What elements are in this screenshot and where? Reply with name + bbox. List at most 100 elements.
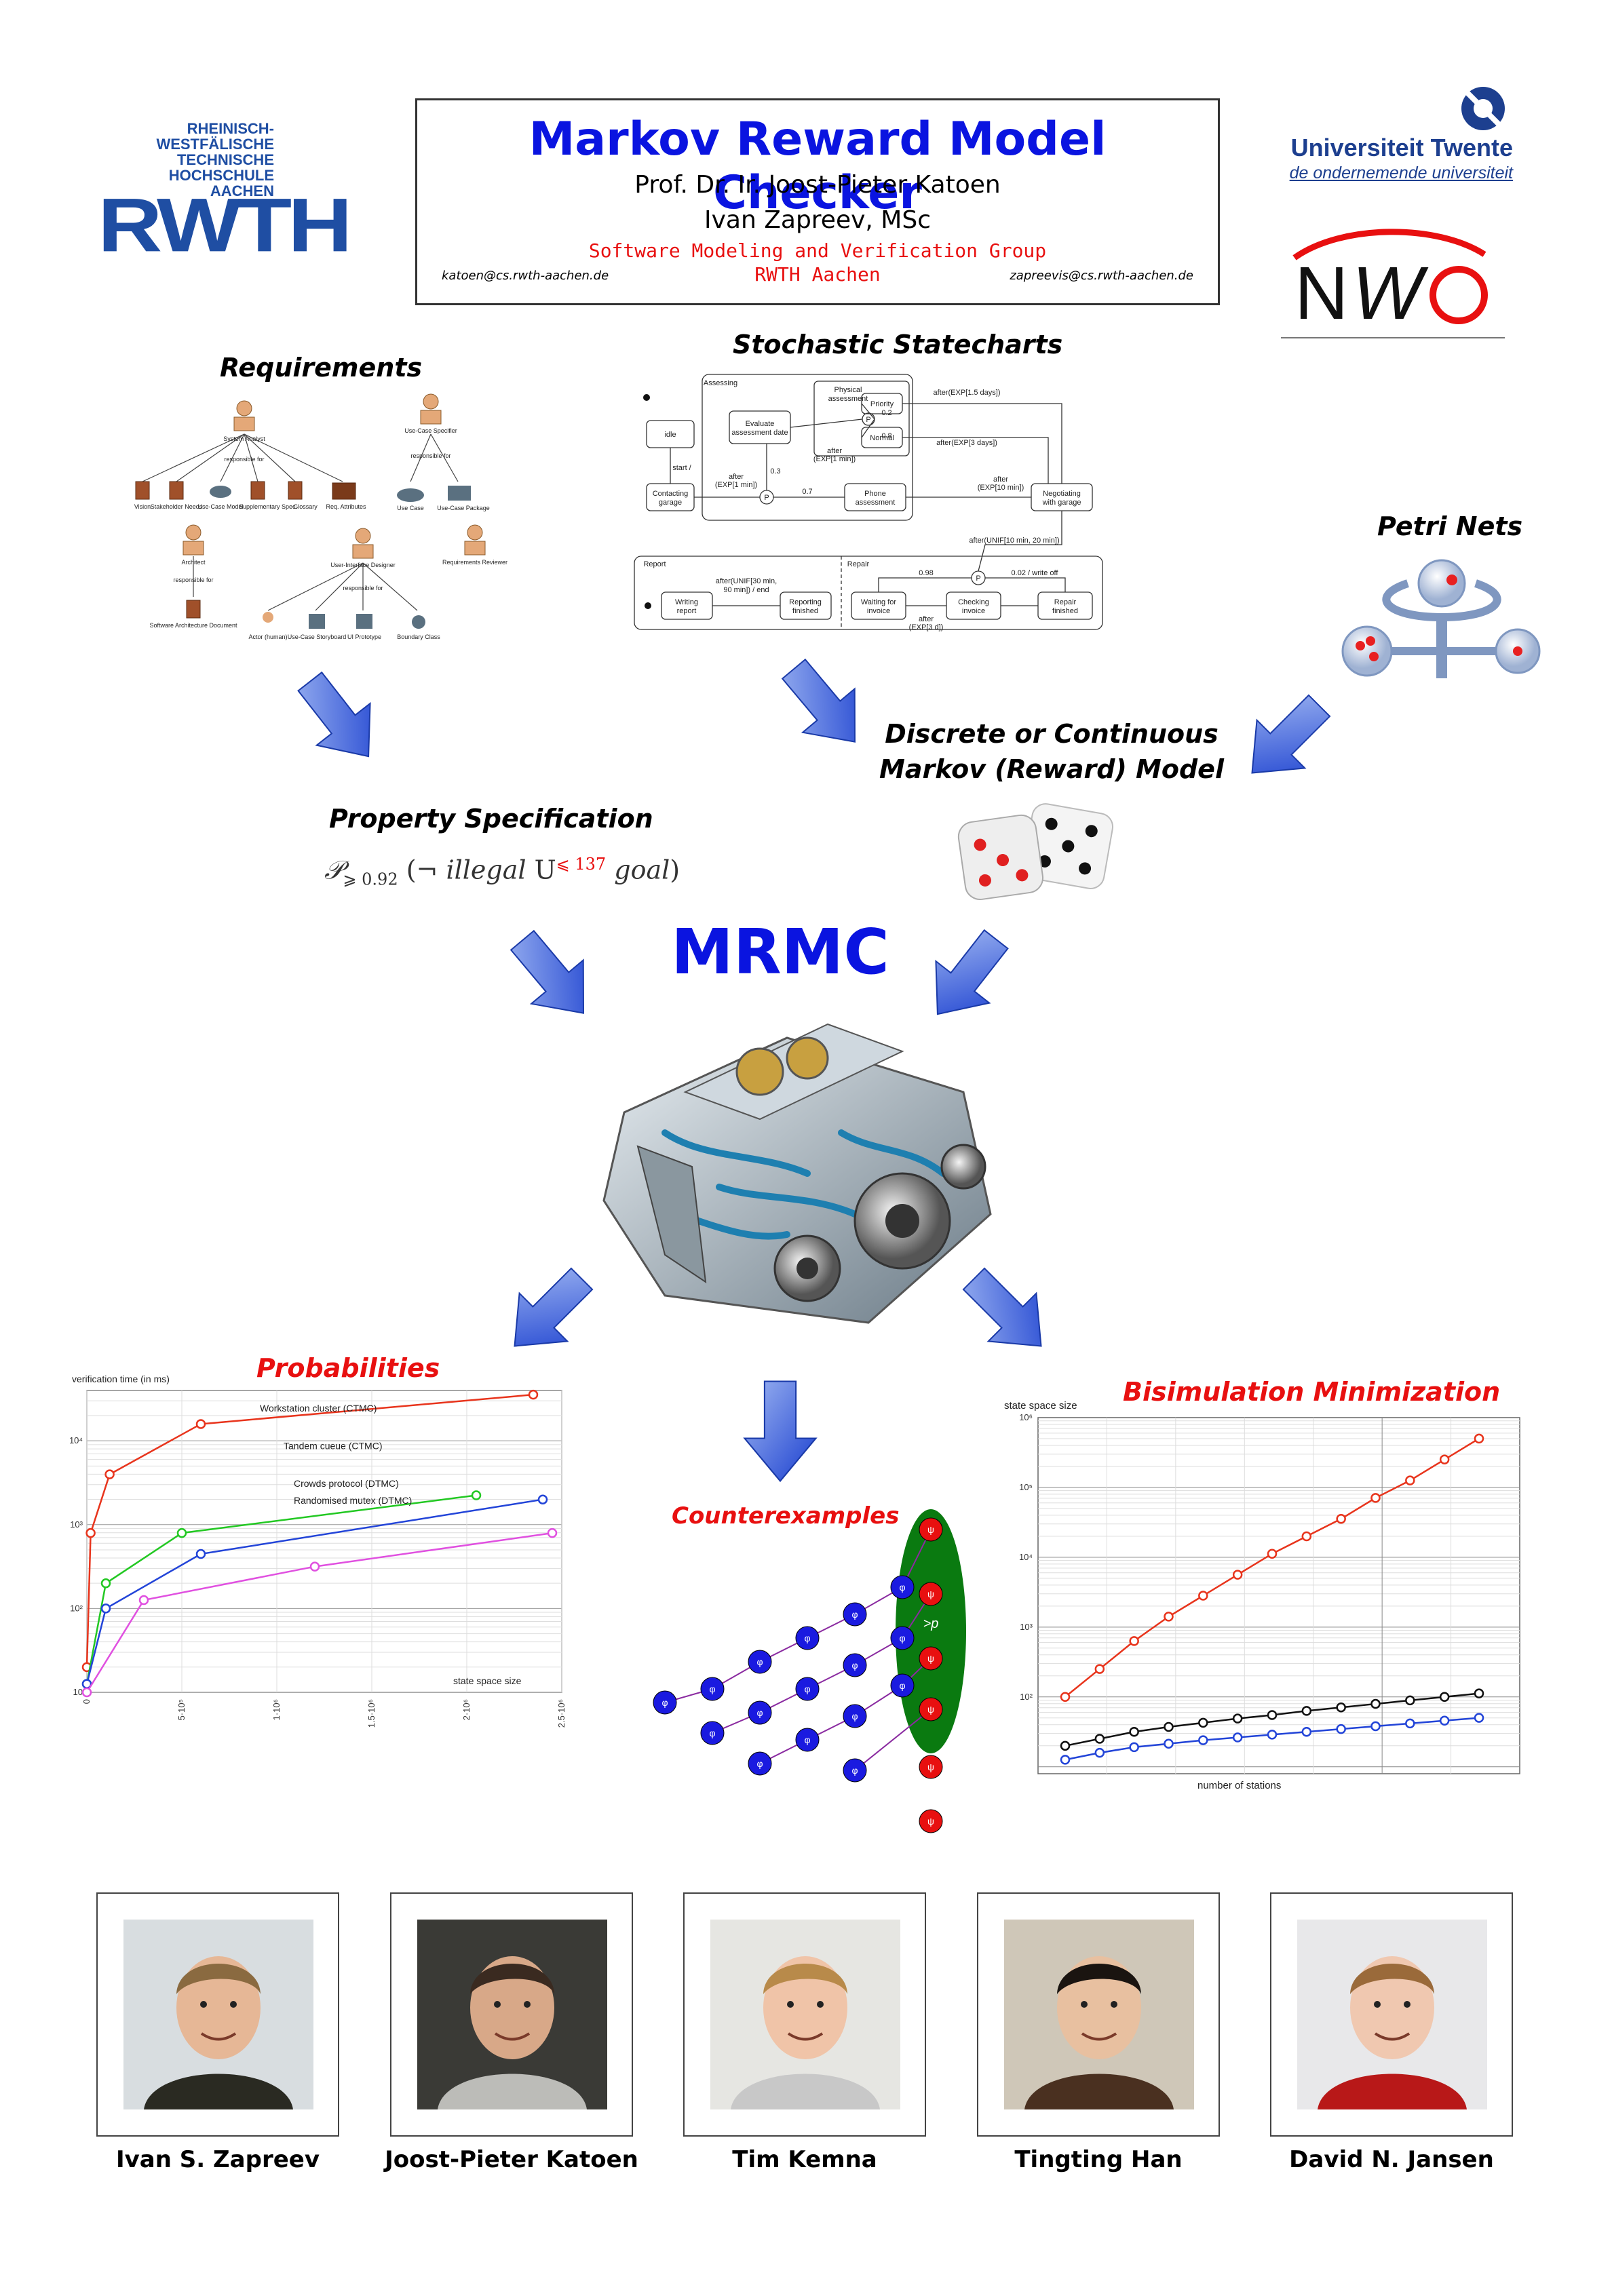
data-point [195,1549,206,1559]
person-photo [1297,1920,1487,2109]
data-point [1232,1570,1243,1580]
svg-text:Negotiating: Negotiating [1043,490,1081,498]
person-frame [977,1892,1220,2137]
email-katoen[interactable]: katoen@cs.rwth-aachen.de [442,269,609,283]
path-edge [854,1709,932,1771]
person-frame [1270,1892,1513,2137]
data-point [1439,1692,1450,1702]
arrow-petri-to-model [1227,681,1344,798]
data-point [1439,1715,1450,1726]
data-point [1370,1698,1381,1709]
svg-text:Writing: Writing [675,598,698,606]
dice-icon [957,803,1114,901]
data-point [1060,1740,1071,1751]
svg-text:(EXP[3 d]): (EXP[3 d]) [909,623,944,631]
data-point [1301,1706,1312,1716]
data-point [1094,1664,1105,1674]
svg-text:Waiting for: Waiting for [861,598,897,606]
requirements-heading: Requirements [220,353,423,383]
svg-text:Assessing: Assessing [704,379,737,387]
svg-text:Vision: Vision [134,503,151,510]
rwth-text-line: AACHEN [210,182,274,199]
svg-text:0.7: 0.7 [802,488,812,496]
y-tick-label: 10³ [70,1519,83,1530]
svg-text:Supplementary Spec.: Supplementary Spec. [239,503,297,510]
psi-label: ψ [927,1589,934,1599]
svg-text:Use Case: Use Case [397,505,424,511]
phi-label: φ [661,1697,668,1708]
svg-text:after(UNIF[10 min, 20 min]): after(UNIF[10 min, 20 min]) [969,537,1059,545]
arrow-mrmc-to-counterexamples [744,1380,817,1482]
phi-state [890,1575,915,1599]
x-tick-label: 5·10⁵ [176,1699,187,1720]
phi-label: φ [851,1660,858,1671]
formula-until: U [526,855,556,885]
phi-state [748,1751,772,1776]
markov-model-heading-1: Discrete or Continuous [885,719,1218,749]
y-axis-label: verification time (in ms) [72,1374,170,1384]
psi-label: ψ [927,1704,934,1715]
svg-text:Use-Case Package: Use-Case Package [437,505,490,511]
y-tick-label: 10² [1020,1692,1033,1702]
svg-text:Glossary: Glossary [293,503,318,510]
svg-text:Report: Report [643,560,666,568]
data-point [1198,1735,1208,1745]
svg-text:Use-Case Model: Use-Case Model [197,503,243,510]
phi-state [843,1653,867,1677]
twente-name: Universiteit Twente [1290,134,1513,161]
svg-text:after: after [827,447,842,455]
data-point [547,1528,558,1538]
series-line [85,1494,477,1684]
data-point [537,1494,548,1504]
data-point [1336,1702,1346,1713]
data-point [176,1528,187,1538]
svg-text:Software Architecture Document: Software Architecture Document [149,622,237,629]
psi-state [919,1582,943,1606]
x-tick-label: 2·10⁶ [461,1699,472,1720]
svg-text:Requirements Reviewer: Requirements Reviewer [442,559,507,566]
x-tick-label: 1·10⁶ [271,1699,282,1720]
phi-state [795,1728,820,1752]
svg-text:with garage: with garage [1042,499,1081,507]
formula-prob: 𝒫 [324,855,343,885]
data-point [81,1687,92,1698]
phi-state [843,1758,867,1783]
svg-text:report: report [677,607,697,615]
svg-text:0.3: 0.3 [770,467,780,475]
svg-text:Actor (human): Actor (human) [248,634,287,640]
markov-model-heading-2: Markov (Reward) Model [879,754,1224,784]
data-point [1164,1612,1174,1622]
y-tick-label: 10⁶ [1019,1412,1033,1422]
poster-title: Markov Reward Model Checker [529,113,1107,220]
data-point [1474,1688,1484,1698]
svg-text:P: P [764,494,769,502]
svg-text:Contacting: Contacting [653,490,689,498]
svg-text:assessment: assessment [856,499,896,507]
formula-goal: goal [606,855,670,885]
psi-label: ψ [927,1653,934,1664]
rwth-wordmark: RWTH [98,182,352,268]
psi-state [919,1517,943,1542]
person-photo [123,1920,313,2109]
svg-text:assessment date: assessment date [731,429,788,437]
data-point [1129,1636,1139,1646]
y-tick-label: 10⁵ [1019,1482,1033,1492]
y-tick-label: 10 [73,1687,83,1697]
data-point [1439,1454,1450,1465]
svg-text:0.8: 0.8 [881,432,891,440]
legend-label: Randomised mutex (DTMC) [294,1495,412,1506]
person-photo [417,1920,607,2109]
person-name: David N. Jansen [1289,2146,1494,2173]
phi-label: φ [756,1758,763,1769]
series-line [85,1532,553,1693]
email-zapreev[interactable]: zapreevis@cs.rwth-aachen.de [1010,269,1193,283]
data-point [1094,1734,1105,1744]
svg-text:responsible for: responsible for [224,456,264,463]
phi-label: φ [709,1684,715,1694]
svg-text:finished: finished [792,607,818,615]
data-point [471,1490,482,1500]
phi-label: φ [804,1633,810,1643]
